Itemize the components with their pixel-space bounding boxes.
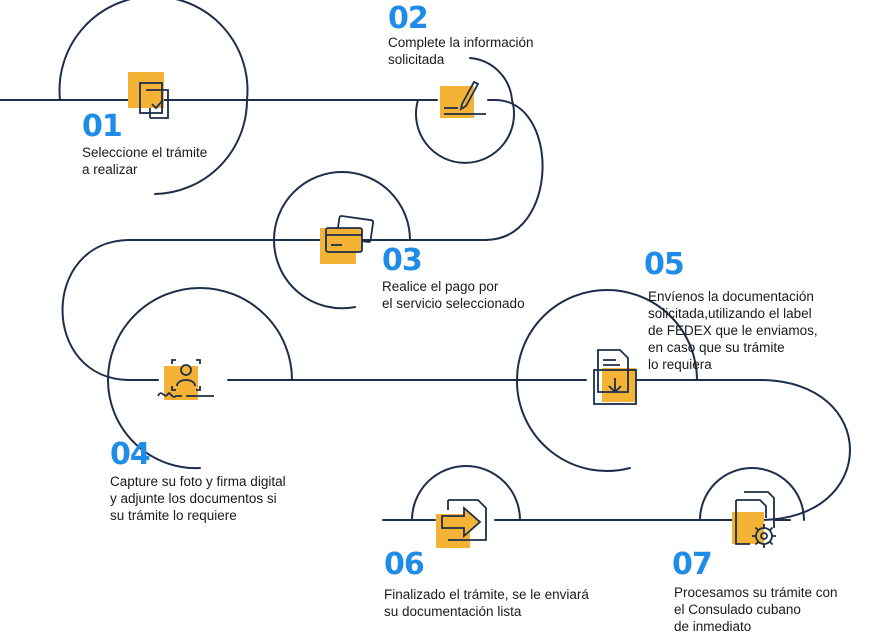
step-number-06: 06 <box>384 547 425 582</box>
photo-signature-icon <box>156 356 220 406</box>
document-download-icon <box>590 346 640 408</box>
step-description-03: Realice el pago por el servicio seleccio… <box>382 279 525 311</box>
documents-gear-icon <box>730 488 786 554</box>
step-number-07: 07 <box>672 547 713 582</box>
step-number-01: 01 <box>82 109 123 144</box>
step-description-02: Complete la información solicitada <box>388 35 534 67</box>
step-description-04: Capture su foto y firma digital y adjunt… <box>110 474 286 523</box>
step-number-02: 02 <box>388 1 429 36</box>
document-forward-icon <box>434 496 494 552</box>
step-description-07: Procesamos su trámite con el Consulado c… <box>674 585 838 634</box>
pen-sign-icon <box>440 78 490 124</box>
documents-check-icon <box>124 70 184 126</box>
credit-card-icon <box>318 214 378 266</box>
step-description-05: Envíenos la documentación solicitada,uti… <box>648 289 818 372</box>
step-description-01: Seleccione el trámite a realizar <box>82 145 208 177</box>
step-number-05: 05 <box>644 247 685 282</box>
step-number-03: 03 <box>382 243 423 278</box>
step-number-04: 04 <box>110 437 151 472</box>
step-description-06: Finalizado el trámite, se le enviará su … <box>384 587 589 619</box>
